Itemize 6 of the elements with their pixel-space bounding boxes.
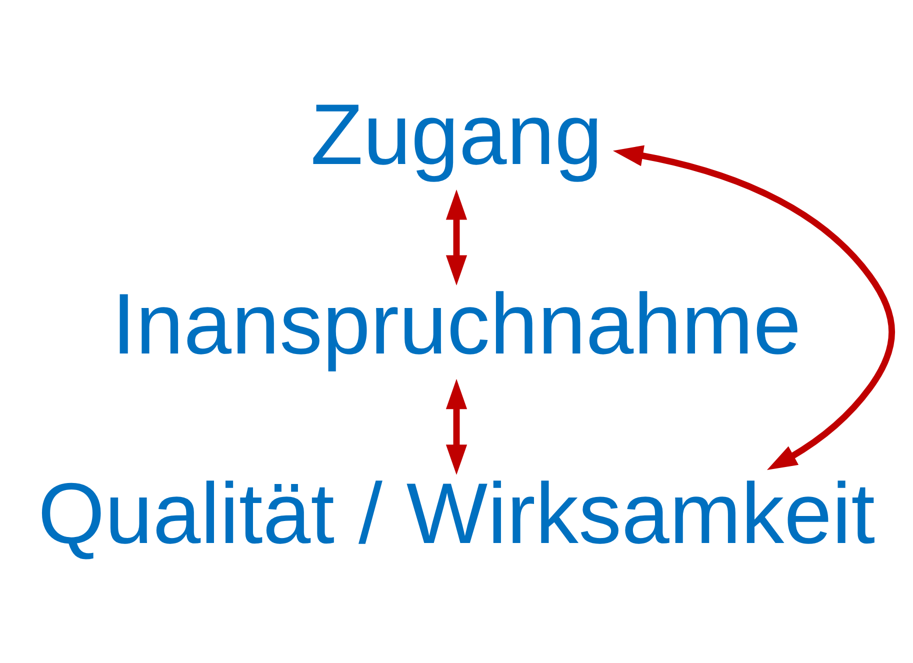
node-text: Qualität / Wirksamkeit xyxy=(38,465,876,562)
arrow xyxy=(612,144,896,470)
node-text: Inanspruchnahme xyxy=(112,276,802,372)
node-text: Zugang xyxy=(310,86,602,183)
arrow xyxy=(446,378,468,474)
arrow xyxy=(446,189,468,285)
